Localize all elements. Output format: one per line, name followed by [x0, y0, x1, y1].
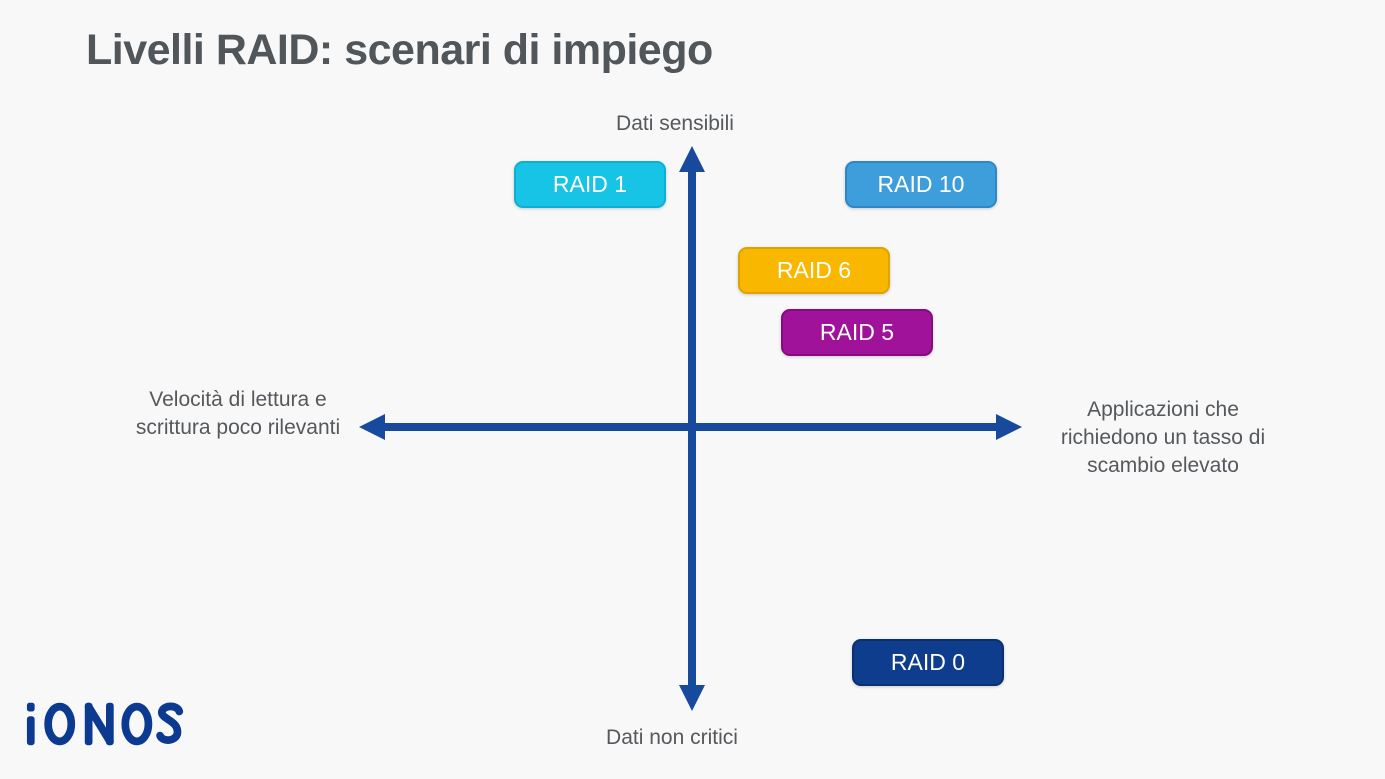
ionos-logo: [26, 702, 184, 746]
axis-label-left-line2: scrittura poco rilevanti: [135, 416, 341, 439]
raid-1-label: RAID 1: [552, 171, 628, 197]
raid-5-box: RAID 5: [781, 309, 933, 356]
page-title: Livelli RAID: scenari di impiego: [86, 26, 713, 74]
raid-10-label: RAID 10: [877, 171, 965, 197]
vertical-axis: [679, 146, 705, 711]
axis-label-bottom: Dati non critici: [606, 726, 738, 749]
horizontal-axis: [359, 414, 1022, 440]
axis-label-left-line1: Velocità di lettura e: [149, 388, 327, 411]
axis-label-right-line1: Applicazioni che: [1087, 398, 1239, 421]
arrow-right-icon: [996, 414, 1022, 440]
ionos-logo-text: IONOS: [0, 0, 1, 1]
raid-1-box: RAID 1: [514, 161, 666, 208]
raid-5-label: RAID 5: [819, 319, 895, 345]
raid-6-box: RAID 6: [738, 247, 890, 294]
axis-label-right-line2: richiedono un tasso di: [1060, 426, 1266, 449]
raid-0-label: RAID 0: [890, 649, 966, 675]
raid-0-box: RAID 0: [852, 639, 1004, 686]
arrow-up-icon: [679, 146, 705, 172]
axis-label-top: Dati sensibili: [616, 112, 734, 135]
axis-label-left: Velocità di lettura e scrittura poco ril…: [88, 386, 388, 442]
axis-label-right-line3: scambio elevato: [1087, 454, 1239, 477]
raid-6-label: RAID 6: [776, 257, 852, 283]
axis-label-right: Applicazioni che richiedono un tasso di …: [1032, 396, 1294, 480]
raid-10-box: RAID 10: [845, 161, 997, 208]
arrow-down-icon: [679, 685, 705, 711]
